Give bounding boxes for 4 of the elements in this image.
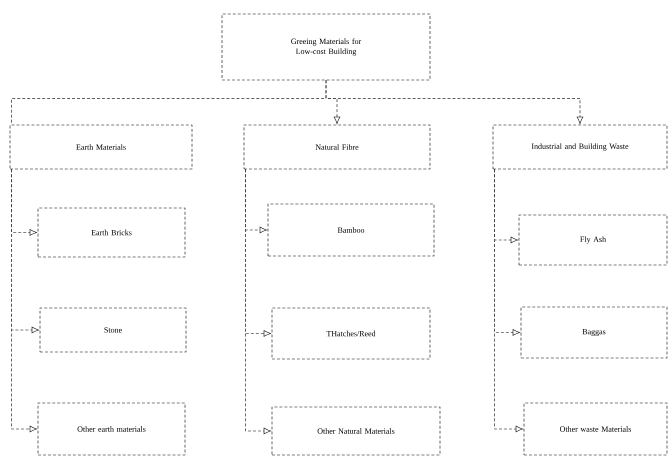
arrow	[245, 168, 271, 434]
arrow	[11, 168, 37, 432]
arrow	[326, 80, 584, 124]
arrow	[494, 168, 523, 432]
